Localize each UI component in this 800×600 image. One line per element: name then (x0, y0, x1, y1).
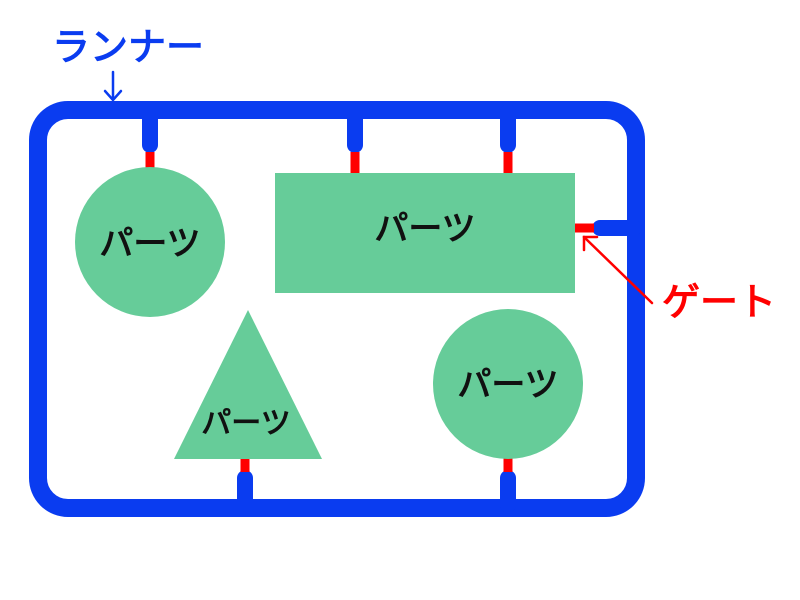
gate-arrow-icon (582, 235, 654, 305)
part-label-rectangle: パーツ (374, 209, 475, 249)
part-label-circle-right: パーツ (457, 365, 558, 405)
part-circle-left (75, 167, 225, 317)
gate-label: ゲート (662, 280, 776, 324)
part-label-triangle: パーツ (201, 406, 290, 441)
part-label-circle-left: パーツ (99, 224, 200, 264)
runner-stubs (142, 104, 642, 513)
part-triangle (174, 310, 322, 459)
part-rectangle (275, 173, 575, 293)
part-circle-right (433, 309, 583, 459)
gates (145, 152, 594, 472)
runner-label: ランナー (52, 25, 204, 69)
runner-frame (29, 101, 645, 517)
runner-arrow-icon (103, 70, 123, 102)
